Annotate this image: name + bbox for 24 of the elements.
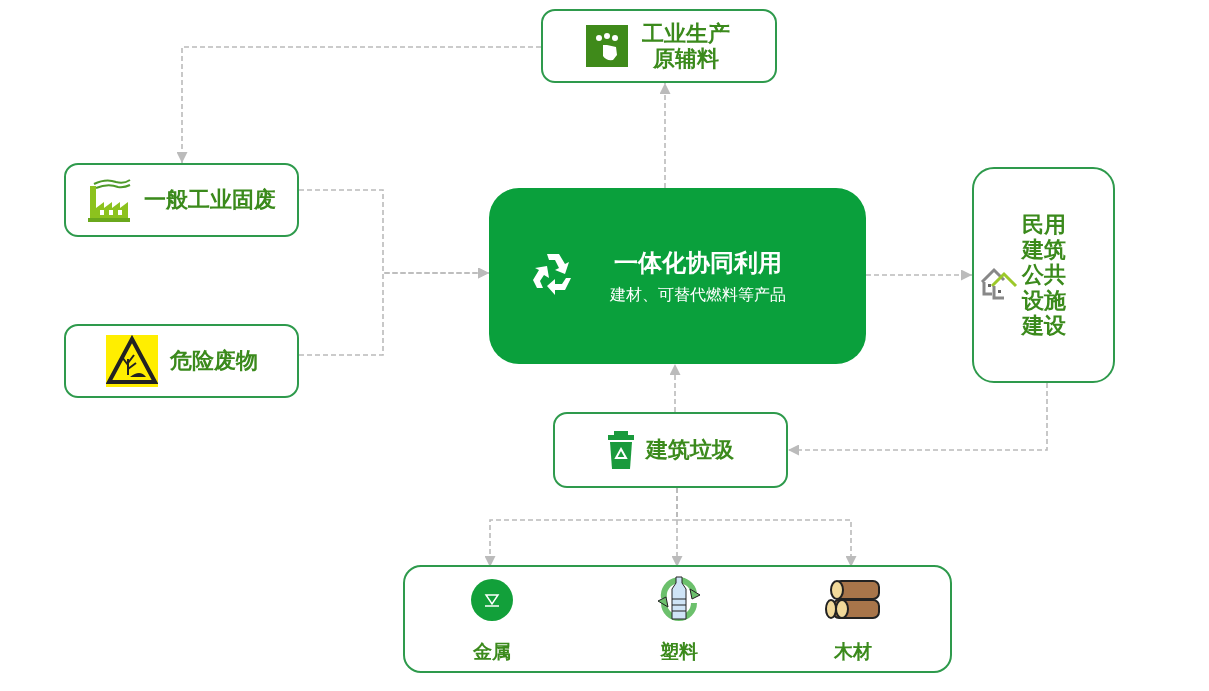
node-label: 金属 [473, 641, 511, 663]
arrow [298, 267, 490, 356]
arrow [865, 269, 973, 281]
arrow [676, 487, 857, 568]
node-label: 建筑垃圾 [645, 437, 734, 463]
node-label: 一般工业固废 [143, 187, 276, 213]
central-box [489, 188, 866, 364]
node-label: 工业生产原辅料 [641, 20, 731, 72]
rounded-box [64, 163, 299, 237]
rounded-box [541, 9, 777, 83]
arrow [176, 46, 542, 164]
title: 一体化协同利用 [613, 247, 782, 279]
arrow [659, 82, 671, 189]
arrow [669, 363, 681, 413]
node-label: 木材 [834, 641, 872, 663]
rounded-box [64, 324, 299, 398]
subtitle: 建材、可替代燃料等产品 [609, 284, 786, 306]
node-label: 塑料 [660, 641, 698, 663]
rounded-box [553, 412, 788, 488]
node-label: 危险废物 [169, 348, 258, 374]
node-label: 民用建筑公共设施建设 [1020, 211, 1067, 339]
rounded-box [972, 167, 1115, 383]
arrow [787, 382, 1048, 456]
container-box [403, 565, 952, 673]
